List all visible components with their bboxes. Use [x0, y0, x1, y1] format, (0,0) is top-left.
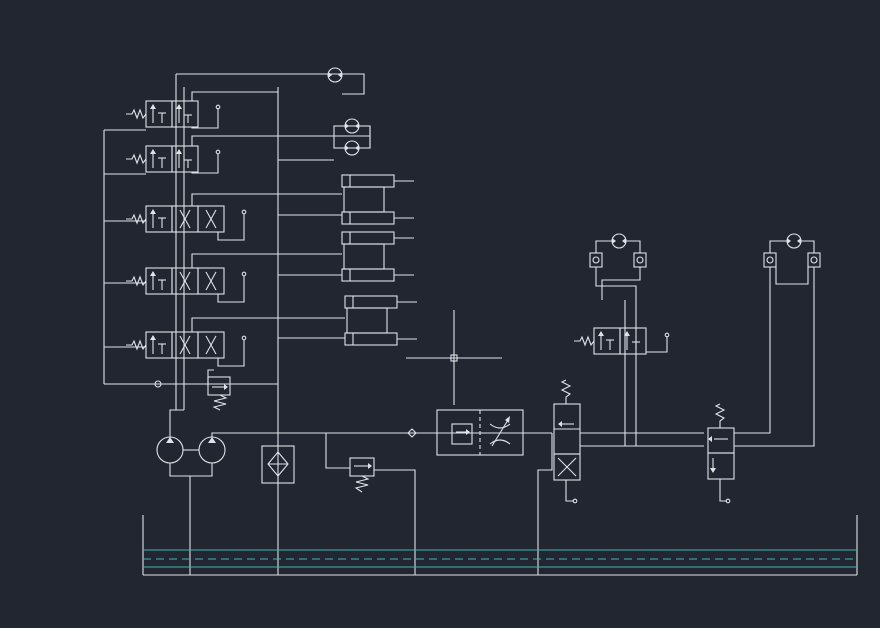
cylinder-1	[341, 174, 415, 225]
relief-valve-bank	[207, 369, 231, 411]
cylinder-3	[344, 295, 418, 346]
filter-icon	[261, 445, 295, 484]
directional-valve-1	[125, 100, 199, 128]
directional-valve-right-a	[537, 379, 704, 575]
motor-circuit-right-b	[734, 233, 821, 447]
crosshair-cursor-icon	[406, 310, 502, 405]
directional-valve-3	[125, 205, 225, 233]
valve-bank	[103, 67, 418, 575]
reservoir-tank	[142, 515, 858, 576]
directional-valve-5	[125, 331, 225, 359]
motor-circuit-right-a	[573, 233, 670, 446]
directional-valve-2	[125, 145, 199, 173]
directional-valve-4	[125, 267, 225, 295]
relief-valve-main	[325, 433, 416, 575]
junction-dot	[154, 380, 162, 388]
directional-valve-right-b	[707, 403, 735, 504]
motor-1-icon	[327, 67, 343, 83]
flow-control-valve	[407, 409, 524, 456]
cylinder-2	[341, 231, 415, 282]
